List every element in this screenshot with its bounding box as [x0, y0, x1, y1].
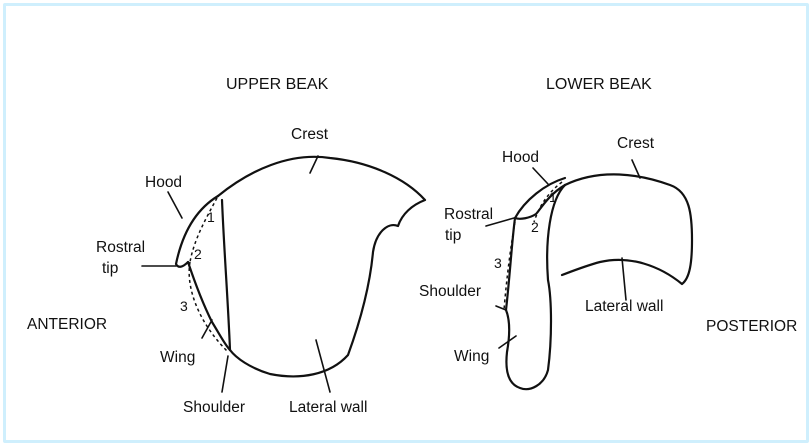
upper-inner-edge [222, 200, 230, 350]
upper-hood-leader [168, 192, 182, 218]
lower-lateral-wall-label: Lateral wall [585, 298, 663, 315]
upper-shoulder-label: Shoulder [183, 399, 245, 416]
upper-hood-label: Hood [145, 174, 182, 191]
lower-crest-label: Crest [617, 135, 655, 152]
lower-shoulder [506, 218, 515, 310]
upper-num-1: 1 [207, 209, 215, 225]
upper-wing-label: Wing [160, 349, 195, 366]
lower-num-2: 2 [531, 219, 539, 235]
upper-num-3: 3 [180, 298, 188, 314]
upper-wing [188, 262, 230, 350]
lower-lateral-leader [622, 258, 626, 300]
upper-rostral-label-1: Rostral [96, 239, 145, 256]
lower-rostral-label-1: Rostral [444, 206, 493, 223]
lower-num-3: 3 [494, 255, 502, 271]
upper-beak-outline [218, 157, 425, 377]
upper-crest-label: Crest [291, 126, 329, 143]
upper-wing-leader [202, 320, 212, 338]
lower-beak-title: LOWER BEAK [546, 76, 652, 93]
upper-beak-title: UPPER BEAK [226, 76, 329, 93]
upper-shoulder-leader [222, 356, 228, 392]
lower-hood-leader [533, 168, 548, 184]
lower-beak-drawing [486, 160, 692, 389]
upper-rostral-label-2: tip [102, 260, 118, 277]
upper-lateral-wall-label: Lateral wall [289, 399, 367, 416]
upper-num-2: 2 [194, 246, 202, 262]
lower-body-outline [506, 185, 565, 389]
lower-crest-band [562, 174, 692, 284]
lower-shoulder-label: Shoulder [419, 283, 481, 300]
upper-lateral-leader [316, 340, 330, 392]
posterior-label: POSTERIOR [706, 318, 797, 335]
anterior-label: ANTERIOR [27, 316, 107, 333]
lower-num-1: 1 [549, 189, 557, 205]
lower-hood-label: Hood [502, 149, 539, 166]
lower-wing-label: Wing [454, 348, 489, 365]
upper-crest-leader [310, 156, 318, 173]
lower-rostral-label-2: tip [445, 227, 461, 244]
